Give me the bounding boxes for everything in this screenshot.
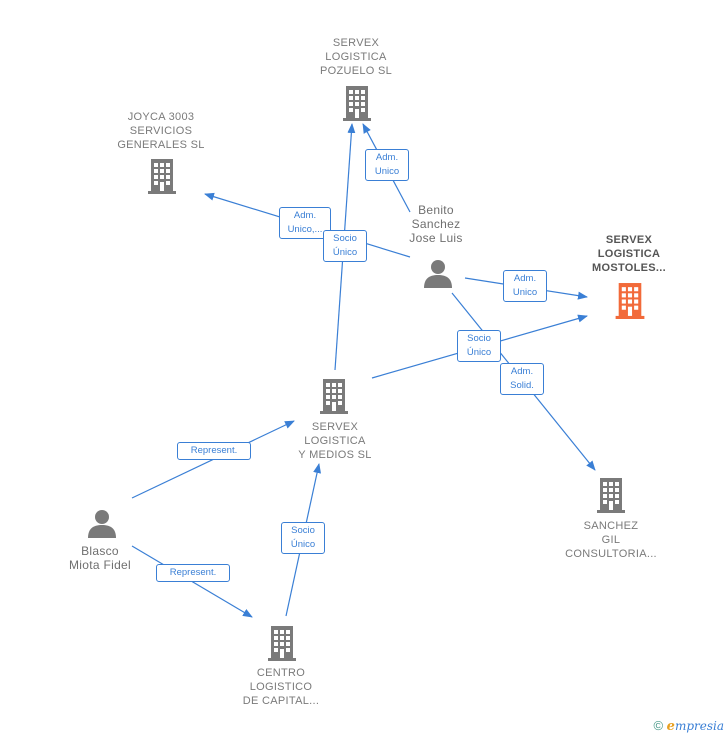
- brand-initial: e: [666, 719, 675, 734]
- node-text: CENTRO LOGISTICO DE CAPITAL...: [242, 667, 320, 707]
- edge-label-socio-unico-pozuelo[interactable]: Socio Único: [323, 230, 367, 262]
- node-label-medios[interactable]: SERVEX LOGISTICA Y MEDIOS SL: [283, 420, 387, 462]
- edge-label-socio-unico-centro[interactable]: Socio Único: [281, 522, 325, 554]
- building-icon-pozuelo[interactable]: [343, 86, 371, 121]
- node-text: SANCHEZ GIL CONSULTORIA...: [565, 520, 657, 560]
- building-icon-mostoles[interactable]: [615, 283, 645, 319]
- edge-label-socio-unico-mostoles[interactable]: Socio Único: [457, 330, 501, 362]
- node-text: JOYCA 3003 SERVICIOS GENERALES SL: [117, 111, 205, 151]
- edge-label-adm-unico-joyca[interactable]: Adm. Unico,...: [279, 207, 331, 239]
- node-text: SERVEX LOGISTICA MOSTOLES...: [592, 234, 666, 274]
- node-text: SERVEX LOGISTICA POZUELO SL: [319, 37, 393, 77]
- node-label-sanchez[interactable]: SANCHEZ GIL CONSULTORIA...: [556, 519, 666, 561]
- node-label-pozuelo[interactable]: SERVEX LOGISTICA POZUELO SL: [306, 36, 406, 78]
- building-icon-sanchez[interactable]: [597, 478, 625, 513]
- node-label-mostoles[interactable]: SERVEX LOGISTICA MOSTOLES...: [578, 233, 680, 275]
- edge-label-adm-solid-sanchez[interactable]: Adm. Solid.: [500, 363, 544, 395]
- edge-label-adm-unico-pozuelo[interactable]: Adm. Unico: [365, 149, 409, 181]
- person-icon-benito[interactable]: [424, 260, 452, 288]
- building-icon-centro[interactable]: [268, 626, 296, 661]
- building-icon-medios[interactable]: [320, 379, 348, 414]
- person-icon-blasco[interactable]: [88, 510, 116, 538]
- brand-name: mpresia: [674, 719, 724, 733]
- node-text: SERVEX LOGISTICA Y MEDIOS SL: [298, 421, 372, 461]
- footer-brand[interactable]: © empresia: [653, 718, 724, 734]
- node-text: Blasco Miota Fidel: [69, 544, 131, 572]
- building-icon-joyca[interactable]: [148, 159, 176, 194]
- node-label-blasco[interactable]: Blasco Miota Fidel: [58, 544, 142, 572]
- node-text: Benito Sanchez Jose Luis: [409, 203, 463, 245]
- edge-label-represent-centro[interactable]: Represent.: [156, 564, 230, 582]
- node-label-benito[interactable]: Benito Sanchez Jose Luis: [395, 203, 477, 245]
- node-label-joyca[interactable]: JOYCA 3003 SERVICIOS GENERALES SL: [110, 110, 212, 152]
- edge-label-adm-unico-mostoles[interactable]: Adm. Unico: [503, 270, 547, 302]
- copyright-icon: ©: [653, 718, 664, 733]
- edge-label-represent-medios[interactable]: Represent.: [177, 442, 251, 460]
- node-label-centro[interactable]: CENTRO LOGISTICO DE CAPITAL...: [229, 666, 333, 708]
